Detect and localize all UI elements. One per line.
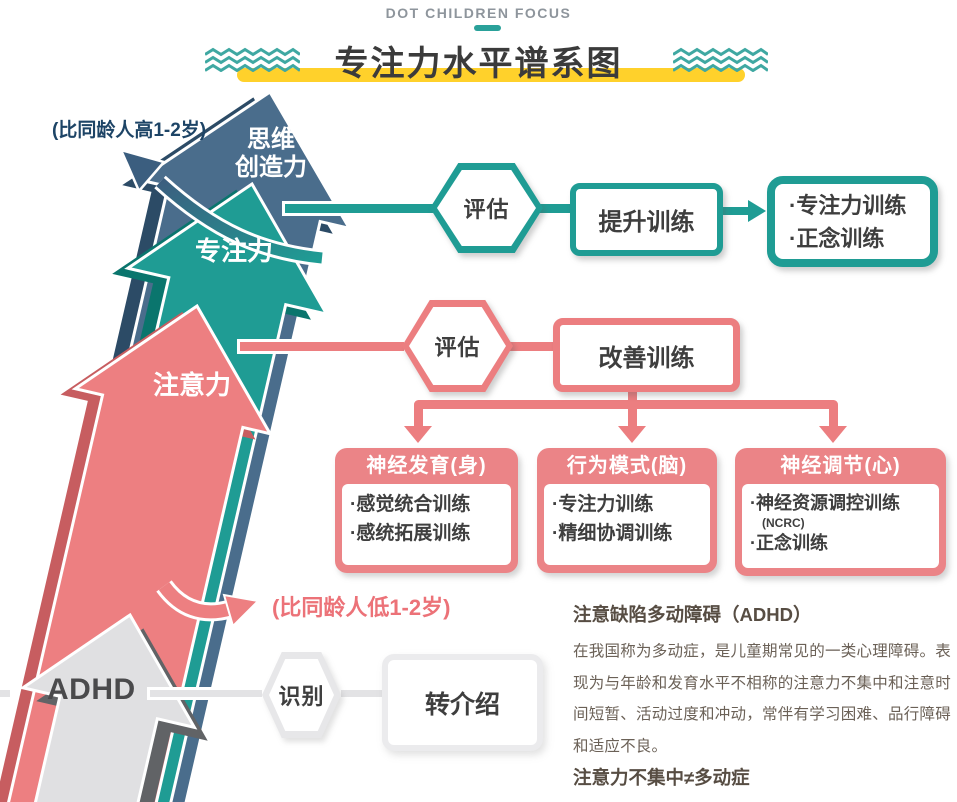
focus-flow-connector-2 — [540, 204, 572, 213]
category-item: ·感统拓展训练 — [350, 523, 471, 544]
focus-result-item: ·正念训练 — [789, 225, 885, 251]
high-note: (比同龄人高1-2岁) — [52, 120, 207, 141]
attention-flow-connector-2 — [510, 342, 554, 351]
category-item-note: (NCRC) — [762, 516, 805, 530]
category-item: ·专注力训练 — [552, 494, 654, 515]
brand-dash — [474, 25, 501, 31]
category-box-body: 神经发育(身) ·感觉统合训练 ·感统拓展训练 — [335, 448, 518, 573]
category-box-mind: 神经调节(心) ·神经资源调控训练 (NCRC) ·正念训练 — [735, 448, 946, 576]
adhd-flow-connector-1 — [150, 690, 262, 697]
focus-assess-hexagon: 评估 — [430, 163, 543, 253]
branch-bar — [414, 400, 838, 409]
adhd-edge-mark — [0, 690, 10, 697]
down-arrowhead-icon — [618, 426, 646, 443]
curved-arrow-right-icon — [156, 580, 261, 628]
down-arrowhead-icon — [404, 426, 432, 443]
category-item: ·感觉统合训练 — [350, 494, 471, 515]
focus-flow-arrow-line — [713, 207, 751, 215]
low-note: (比同龄人低1-2岁) — [272, 595, 451, 620]
info-paragraph: 在我国称为多动症，是儿童期常见的一类心理障碍。表现为与年龄和发育水平不相称的注意… — [573, 643, 951, 755]
category-box-brain: 行为模式(脑) ·专注力训练 ·精细协调训练 — [537, 448, 717, 573]
page-title: 专注力水平谱系图 — [334, 45, 623, 83]
attention-label: 注意力 — [152, 370, 231, 400]
adhd-identify-hexagon: 识别 — [262, 652, 341, 738]
category-item: ·正念训练 — [750, 533, 828, 553]
down-arrowhead-icon — [819, 426, 847, 443]
creativity-label: 思维 创造力 — [235, 126, 307, 181]
attention-flow-connector-1 — [240, 342, 404, 351]
right-arrowhead-icon — [748, 200, 766, 222]
brand-text: DOT CHILDREN FOCUS — [385, 5, 572, 21]
adhd-level-label: ADHD — [47, 673, 136, 706]
branch-stub-mid — [628, 405, 637, 427]
attention-assess-hexagon: 评估 — [402, 300, 513, 392]
zigzag-right-icon — [673, 47, 768, 72]
curved-arrow-up-icon — [118, 148, 323, 267]
adhd-refer-box: 转介绍 — [382, 654, 543, 751]
category-item: ·神经资源调控训练 — [750, 493, 900, 513]
adhd-arrow — [19, 612, 208, 802]
branch-stub-left — [414, 405, 423, 427]
zigzag-left-icon — [205, 47, 300, 72]
adhd-flow-connector-2 — [341, 690, 382, 697]
focus-flow-connector-1 — [285, 204, 433, 213]
title-highlight-bar — [237, 68, 745, 82]
focus-result-item: ·专注力训练 — [789, 192, 907, 218]
attention-action-box: 改善训练 — [553, 318, 740, 392]
info-note: 注意力不集中≠多动症 — [573, 767, 750, 788]
focus-label: 专注力 — [194, 236, 273, 266]
category-item: ·精细协调训练 — [552, 523, 673, 544]
info-heading: 注意缺陷多动障碍（ADHD） — [573, 604, 812, 625]
focus-result-box: ·专注力训练 ·正念训练 — [767, 176, 938, 267]
focus-action-box: 提升训练 — [570, 183, 723, 256]
branch-stub-right — [829, 405, 838, 427]
